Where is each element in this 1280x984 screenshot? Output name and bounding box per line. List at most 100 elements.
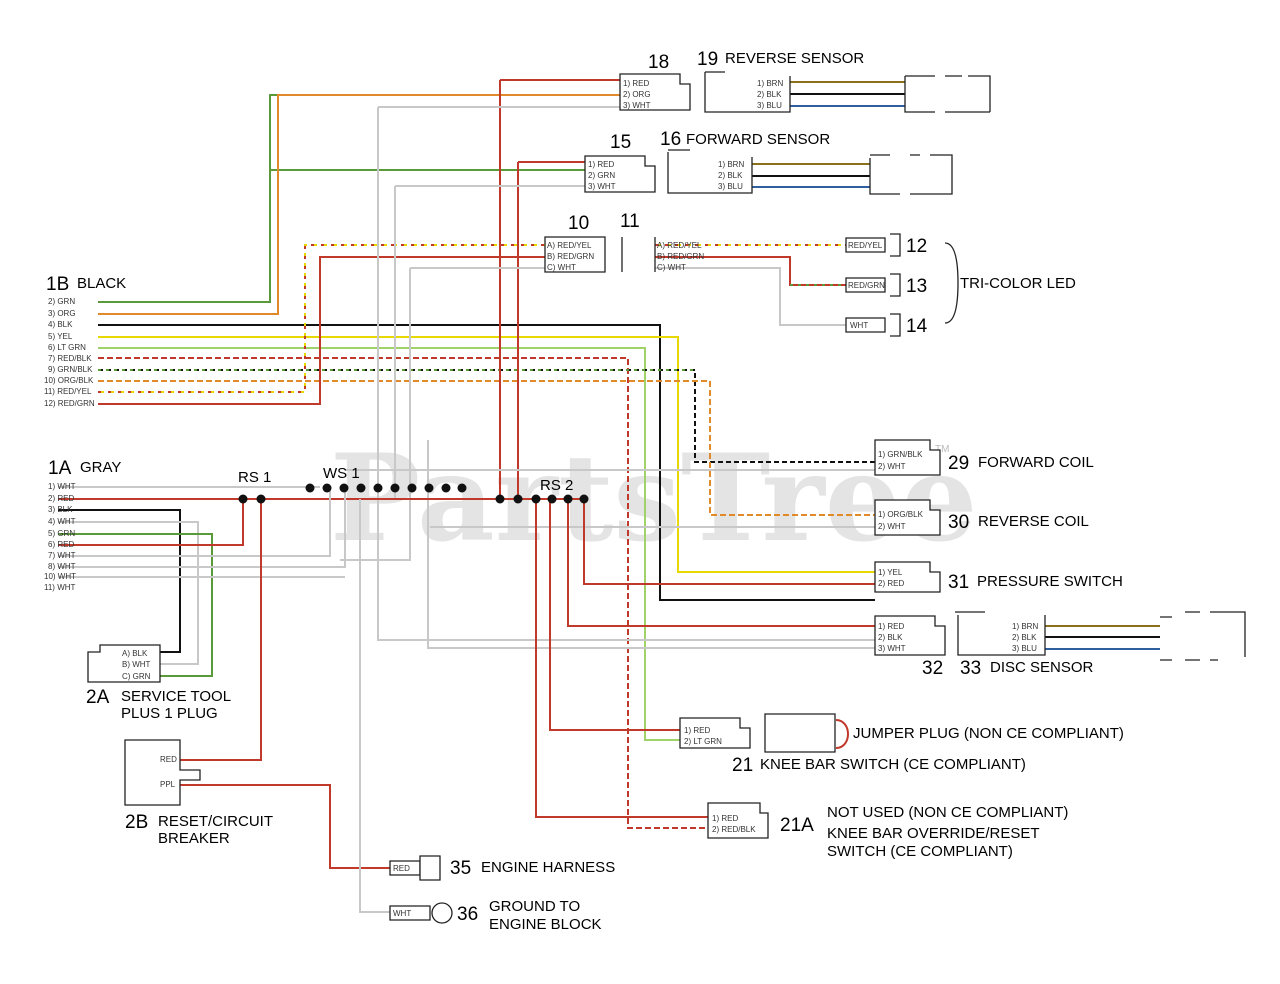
wire-redyel-1b-r — [98, 244, 545, 393]
connector-31-num: 31 — [948, 572, 969, 593]
connector-29-pin: 2) WHT — [878, 462, 906, 471]
connector-2b-body — [124, 739, 201, 806]
harness-1b-name: BLACK — [77, 275, 126, 292]
connector-13-body — [845, 277, 886, 293]
connector-21-name: KNEE BAR SWITCH (CE COMPLIANT) — [760, 756, 1026, 773]
connector-21-num: 21 — [732, 755, 753, 776]
pin-1a: 5) GRN — [48, 529, 75, 538]
connector-21a-num: 21A — [780, 815, 814, 836]
wire-layer — [58, 79, 1160, 913]
connector-16-pin: 1) BRN — [718, 160, 744, 169]
wire-wht-1a-8 — [58, 487, 346, 568]
pin-1a: 6) RED — [48, 540, 74, 549]
pin-1a: 10) WHT — [44, 572, 76, 581]
wire-blk-1a-3 — [58, 509, 181, 653]
connector-15-body — [584, 155, 656, 193]
connector-11-pin: C) WHT — [657, 263, 686, 272]
connector-bodies — [87, 71, 1046, 924]
wire-red-1a-6 — [58, 499, 244, 546]
wire-grn-1b-b — [269, 169, 600, 302]
connector-21a-pin: 1) RED — [712, 814, 738, 823]
connector-35-tag: RED — [393, 864, 410, 873]
connector-30-body — [874, 499, 941, 536]
connector-2b-pin: RED — [160, 755, 177, 764]
connector-21-pin: 1) RED — [684, 726, 710, 735]
watermark-mark: TM — [935, 444, 949, 455]
connector-31-pin: 2) RED — [878, 579, 904, 588]
connector-18-num: 18 — [648, 52, 669, 73]
connector-18-pin: 1) RED — [623, 79, 649, 88]
wire-wht-1a-7 — [58, 487, 331, 557]
sensor-19-shell — [904, 75, 991, 113]
connector-32-pin: 1) RED — [878, 622, 904, 631]
wire-redgrn-13 — [655, 256, 850, 286]
wire-ltgrn-1b — [98, 347, 690, 741]
connector-12-num: 12 — [906, 236, 927, 257]
connector-13-tag: RED/GRN — [848, 281, 885, 290]
splice-dots — [238, 483, 589, 504]
connector-36-body — [389, 905, 431, 921]
connector-21-body — [679, 717, 751, 749]
connector-19-body — [704, 71, 791, 113]
wire-red-32 — [567, 499, 875, 627]
wire-yel-1b — [98, 336, 875, 573]
connector-33-pin: 1) BRN — [1012, 622, 1038, 631]
pin-1b: 9) GRN/BLK — [48, 365, 93, 374]
connector-21a-line2: KNEE BAR OVERRIDE/RESET — [827, 825, 1040, 842]
connector-33-pin: 3) BLU — [1012, 644, 1037, 653]
wire-grn-1b — [98, 94, 500, 303]
connector-33-pin: 2) BLK — [1012, 633, 1037, 642]
wire-org-1b — [98, 94, 620, 315]
pin-1a: 11) WHT — [44, 583, 76, 592]
connector-16-pin: 2) BLK — [718, 171, 743, 180]
connector-33-name: DISC SENSOR — [990, 659, 1094, 676]
connector-32-body — [874, 615, 946, 656]
connector-2a-pin: B) WHT — [122, 660, 151, 669]
connector-2a-pin: C) GRN — [122, 672, 151, 681]
wire-wht-1a-4 — [58, 521, 199, 665]
pin-1a: 8) WHT — [48, 562, 76, 571]
connector-2b-num: 2B — [125, 812, 148, 833]
connector-21a-body — [707, 802, 769, 839]
connector-19-pin: 3) BLU — [757, 101, 782, 110]
connector-16-body — [667, 149, 753, 194]
connector-21-jumper: JUMPER PLUG (NON CE COMPLIANT) — [853, 725, 1124, 742]
wire-wht-36 — [359, 499, 390, 913]
connector-29-name: FORWARD COIL — [978, 454, 1094, 471]
connector-19-name: REVERSE SENSOR — [725, 50, 864, 67]
connector-2a-line1: SERVICE TOOL — [121, 688, 231, 705]
connector-36-line1: GROUND TO — [489, 898, 580, 915]
connector-30-pin: 2) WHT — [878, 522, 906, 531]
connector-36-line2: ENGINE BLOCK — [489, 916, 602, 933]
led-brace — [944, 242, 959, 324]
connector-2a-body — [87, 644, 161, 683]
connector-11-pin: A) RED/YEL — [657, 241, 702, 250]
sensor-shells — [869, 75, 1246, 661]
wire-orgblk-1b — [98, 380, 875, 516]
connector-12-tag: RED/YEL — [848, 241, 883, 250]
connector-12-body — [845, 237, 886, 253]
connector-35-name: ENGINE HARNESS — [481, 859, 615, 876]
wire-redgrn-1b — [98, 256, 545, 405]
connector-15-pin: 3) WHT — [588, 182, 616, 191]
connector-2a-line2: PLUS 1 PLUG — [121, 705, 218, 722]
splice-rs2-label: RS 2 — [540, 477, 573, 494]
connector-32-num: 32 — [922, 658, 943, 679]
connector-21a-line1: NOT USED (NON CE COMPLIANT) — [827, 804, 1068, 821]
connector-18-pin: 2) ORG — [623, 90, 651, 99]
connector-31-name: PRESSURE SWITCH — [977, 573, 1123, 590]
connector-19-num: 19 — [697, 49, 718, 70]
connector-13-num: 13 — [906, 276, 927, 297]
connector-11-pin: B) RED/GRN — [657, 252, 704, 261]
connector-14-body — [845, 317, 886, 333]
sensor-16-shell — [869, 154, 953, 195]
connector-31-body — [874, 561, 941, 593]
connector-29-pin: 1) GRN/BLK — [878, 450, 923, 459]
sensor-33-shell — [1160, 611, 1246, 661]
connector-10-num: 10 — [568, 213, 589, 234]
connector-15-pin: 2) GRN — [588, 171, 615, 180]
connector-16-pin: 3) BLU — [718, 182, 743, 191]
wire-wht-ws1 — [427, 440, 875, 649]
pin-1a: 1) WHT — [48, 482, 76, 491]
connector-10-body — [544, 236, 606, 273]
